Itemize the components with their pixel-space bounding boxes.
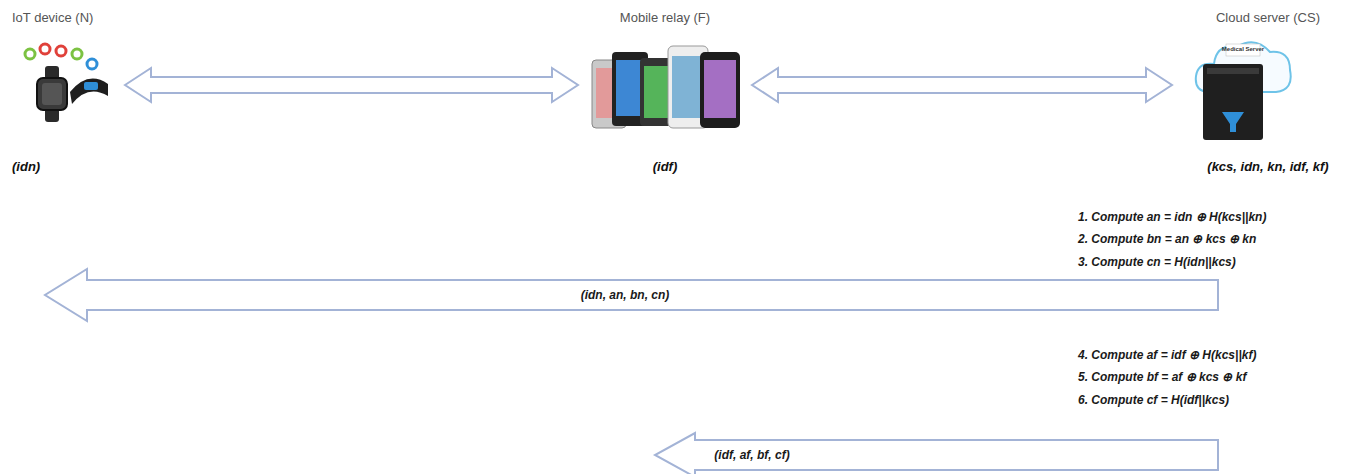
entity-keys: (idn) [12,159,40,174]
computation-step: 5. Compute bf = af ⊕ kcs ⊕ kf [1078,370,1246,384]
computation-step: 6. Compute cf = H(idf||kcs) [1078,393,1229,407]
entity-column: IoT device (N) (idn) [8,6,125,178]
cloud-server-icon [1196,42,1291,140]
message-arrow [45,269,1218,321]
message-label: (idn, an, bn, cn) [578,288,673,302]
entity-keys: (idf) [653,159,678,174]
computation-step: 2. Compute bn = an ⊕ kcs ⊕ kn [1078,232,1256,246]
entity-name: Cloud server (CS) [1216,10,1320,25]
computation-step: 3. Compute cn = H(idn||kcs) [1078,255,1236,269]
link-arrow [125,68,578,102]
computation-step: 1. Compute an = idn ⊕ H(kcs||kn) [1078,210,1266,224]
entity-name: IoT device (N) [12,10,93,25]
link-arrow [752,68,1172,102]
computation-step: 4. Compute af = idf ⊕ H(kcs||kf) [1078,348,1256,362]
message-label: (idf, af, bf, cf) [711,448,792,462]
entity-keys: (kcs, idn, kn, idf, kf) [1207,159,1328,174]
entity-column: Cloud server (CS) (kcs, idn, kn, idf, kf) [1172,6,1364,178]
message-arrow [655,433,1218,474]
entity-name: Mobile relay (F) [620,10,710,25]
phones-picture [592,46,740,128]
icon-caption: Medical Server [1222,46,1264,52]
iot-device-icon [25,44,108,122]
entity-column: Mobile relay (F) (idf) [578,6,752,178]
